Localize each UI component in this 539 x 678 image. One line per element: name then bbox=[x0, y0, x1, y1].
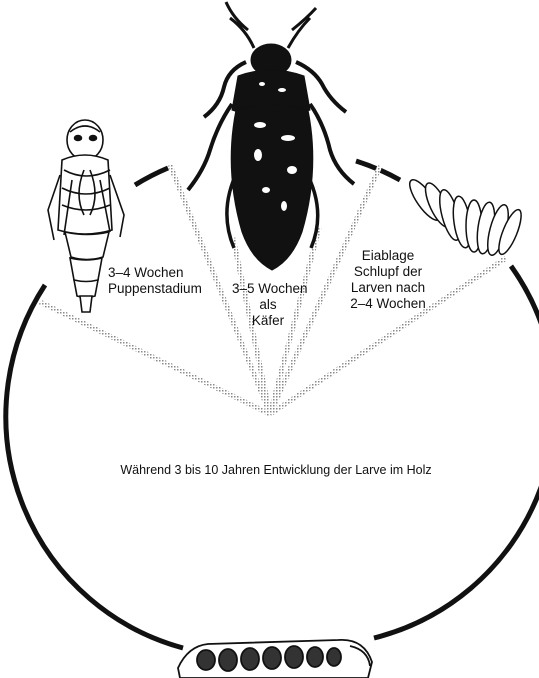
label-line: Larven nach bbox=[340, 280, 436, 296]
larva-illustration bbox=[178, 640, 372, 678]
label-line: Eiablage bbox=[340, 248, 436, 264]
egg-stage-label: Eiablage Schlupf der Larven nach 2–4 Woc… bbox=[340, 248, 436, 312]
label-line: 3–5 Wochen bbox=[232, 281, 304, 297]
larva-stage-label: Während 3 bis 10 Jahren Entwicklung der … bbox=[96, 462, 456, 478]
circle-arc-bottom-right bbox=[374, 266, 539, 638]
label-line: Puppenstadium bbox=[108, 281, 202, 297]
label-line: als bbox=[232, 297, 304, 313]
label-line: Käfer bbox=[232, 313, 304, 329]
beetle-stage-label: 3–5 Wochen als Käfer bbox=[232, 281, 304, 329]
pupa-stage-label: 3–4 Wochen Puppenstadium bbox=[108, 265, 202, 297]
circle-arc-top-left bbox=[135, 168, 168, 185]
egg-cluster-illustration bbox=[405, 176, 526, 257]
label-line: 3–4 Wochen bbox=[108, 265, 202, 281]
label-line: 2–4 Wochen bbox=[340, 296, 436, 312]
beetle-illustration bbox=[188, 2, 354, 270]
label-line: Schlupf der bbox=[340, 264, 436, 280]
